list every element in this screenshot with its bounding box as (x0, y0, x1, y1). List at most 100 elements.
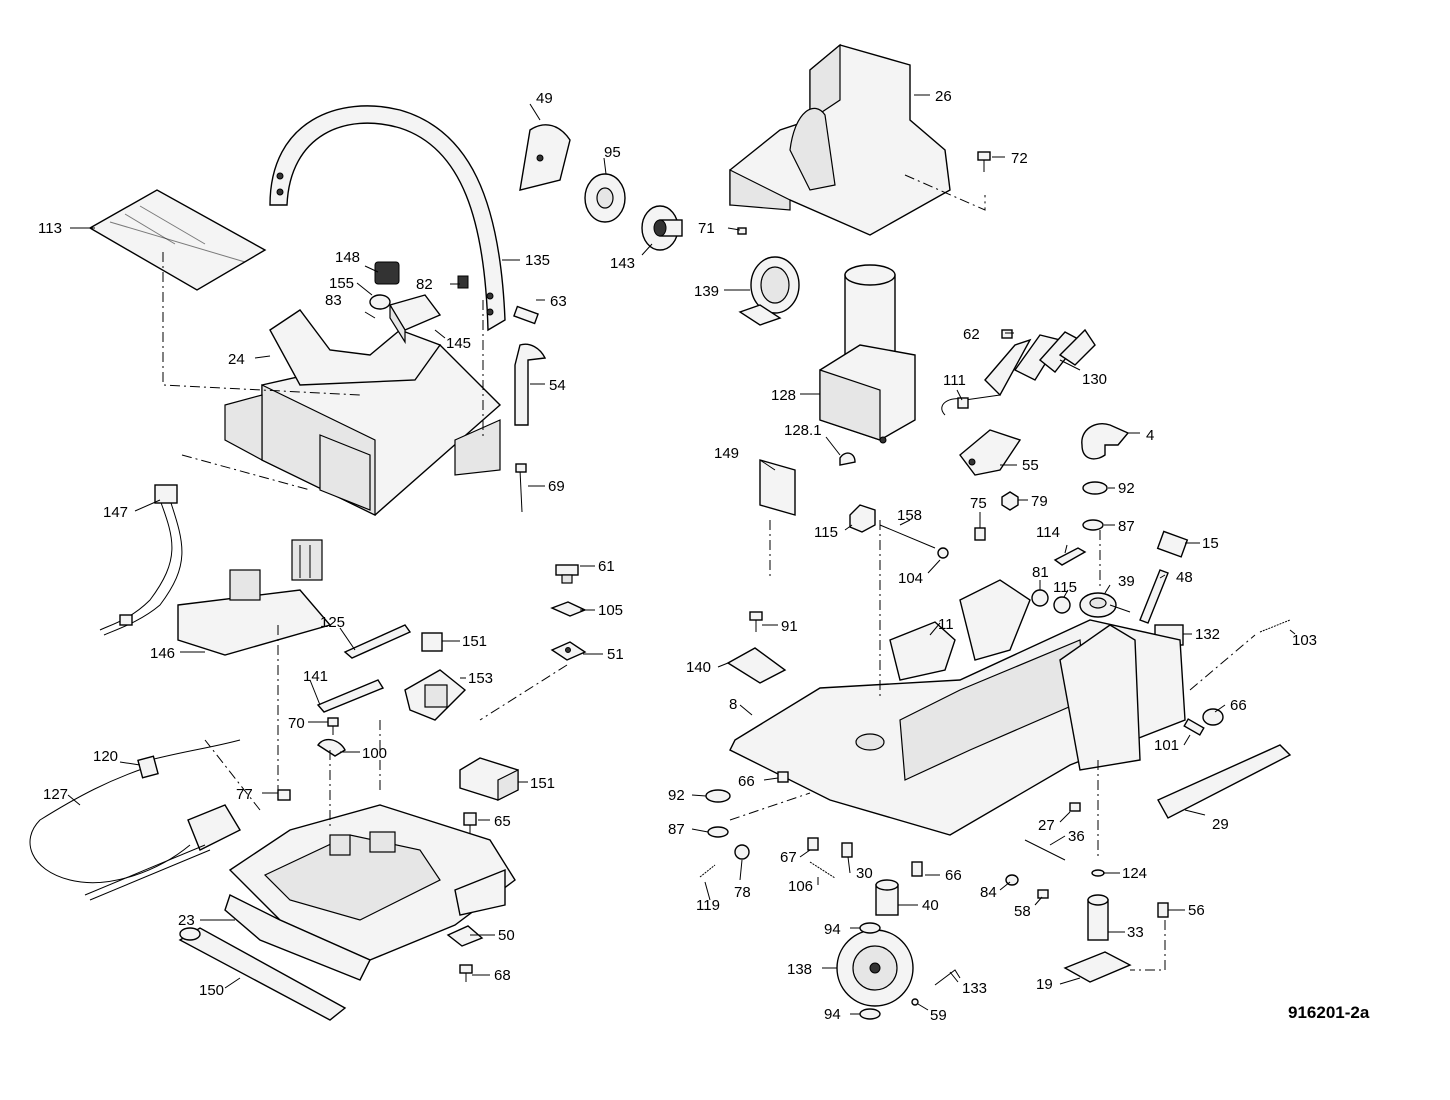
label-61: 61 (598, 558, 615, 575)
part-54-bracket (514, 343, 547, 426)
parts-70-100 (317, 717, 346, 757)
label-94-lower: 94 (824, 1006, 841, 1023)
part-24-motor-housing (224, 309, 502, 516)
parts-cable-clips (316, 624, 467, 721)
label-15: 15 (1202, 535, 1219, 552)
parts-61-105-51 (550, 564, 587, 661)
label-51: 51 (607, 646, 624, 663)
label-19: 19 (1036, 976, 1053, 993)
label-27: 27 (1038, 817, 1055, 834)
label-128-1: 128.1 (784, 422, 822, 439)
label-78: 78 (734, 884, 751, 901)
label-115-right: 115 (1053, 579, 1077, 596)
part-number-labels: 113 24 49 95 143 139 26 72 71 135 82 148… (38, 88, 1317, 1024)
label-92-right: 92 (1118, 480, 1135, 497)
label-71: 71 (698, 220, 715, 237)
label-54: 54 (549, 377, 566, 394)
label-135: 135 (525, 252, 550, 269)
part-40-bushing (875, 879, 899, 916)
part-130-cable-chain (984, 328, 1096, 397)
label-115-left: 115 (814, 524, 838, 541)
part-33-bushing (1087, 894, 1109, 941)
part-92-ring-right (1082, 481, 1108, 495)
label-87-right: 87 (1118, 518, 1135, 535)
label-70: 70 (288, 715, 305, 732)
label-105: 105 (598, 602, 623, 619)
label-151-upper: 151 (462, 633, 487, 650)
part-27-36-pins (1024, 802, 1081, 861)
part-87-ring-right (1082, 519, 1104, 531)
label-125: 125 (320, 614, 345, 631)
part-4-knob (1081, 423, 1130, 460)
label-103: 103 (1292, 632, 1317, 649)
label-132: 132 (1195, 626, 1220, 643)
label-119: 119 (696, 897, 720, 914)
part-101-66-pins (1183, 708, 1224, 736)
part-15-48-lever (1139, 530, 1189, 624)
label-91: 91 (781, 618, 798, 635)
label-50: 50 (498, 927, 515, 944)
label-148: 148 (335, 249, 360, 266)
exploded-parts-diagram: 113 24 49 95 143 139 26 72 71 135 82 148… (29, 43, 1317, 1024)
label-55: 55 (1022, 457, 1039, 474)
part-19-foot (1063, 951, 1132, 983)
label-133: 133 (962, 980, 987, 997)
parts-77-65-screws (277, 789, 477, 840)
part-138-gear (836, 929, 914, 1007)
label-158: 158 (897, 507, 922, 524)
label-149: 149 (714, 445, 739, 462)
label-72: 72 (1011, 150, 1028, 167)
label-150: 150 (199, 982, 224, 999)
part-23-base-housing (224, 804, 516, 981)
part-26-cover (729, 43, 951, 236)
parts-50-68 (446, 925, 484, 982)
label-67: 67 (780, 849, 797, 866)
part-39-grommet (1079, 592, 1117, 618)
label-155: 155 (329, 275, 354, 292)
part-133-59-clip (911, 969, 961, 1006)
label-11: 11 (938, 616, 954, 633)
label-56: 56 (1188, 902, 1205, 919)
part-135-bow-handle (269, 105, 506, 332)
assembly-lines (162, 174, 1256, 971)
label-146: 146 (150, 645, 175, 662)
part-8-base-frame (726, 579, 1186, 836)
part-139-sleeve (737, 227, 800, 326)
label-69: 69 (548, 478, 565, 495)
label-4: 4 (1146, 427, 1154, 444)
label-83: 83 (325, 292, 342, 309)
label-58: 58 (1014, 903, 1031, 920)
part-143-roller (641, 205, 683, 251)
label-143: 143 (610, 255, 635, 272)
label-140: 140 (686, 659, 711, 676)
part-91-screw (749, 611, 763, 632)
label-40: 40 (922, 897, 939, 914)
label-30: 30 (856, 865, 873, 882)
label-29: 29 (1212, 816, 1229, 833)
label-48: 48 (1176, 569, 1193, 586)
part-103-spring (1259, 619, 1291, 633)
label-77: 77 (236, 786, 253, 803)
label-39: 39 (1118, 573, 1135, 590)
label-33: 33 (1127, 924, 1144, 941)
part-114-bracket (1053, 547, 1087, 566)
part-115-nut-left (849, 504, 876, 533)
part-81-115-nuts (1031, 589, 1071, 614)
label-24: 24 (228, 351, 245, 368)
label-66-right: 66 (1230, 697, 1247, 714)
label-145: 145 (446, 335, 471, 352)
label-75: 75 (970, 495, 987, 512)
label-26: 26 (935, 88, 952, 105)
label-94-upper: 94 (824, 921, 841, 938)
part-113-label-sheet (88, 189, 267, 291)
label-63: 63 (550, 293, 567, 310)
label-141: 141 (303, 668, 328, 685)
label-130: 130 (1082, 371, 1107, 388)
part-127-power-cord (29, 739, 241, 901)
label-128: 128 (771, 387, 796, 404)
label-36: 36 (1068, 828, 1085, 845)
label-59: 59 (930, 1007, 947, 1024)
label-23: 23 (178, 912, 195, 929)
part-69-long-screw (515, 463, 527, 513)
part-104-washer (937, 547, 949, 559)
